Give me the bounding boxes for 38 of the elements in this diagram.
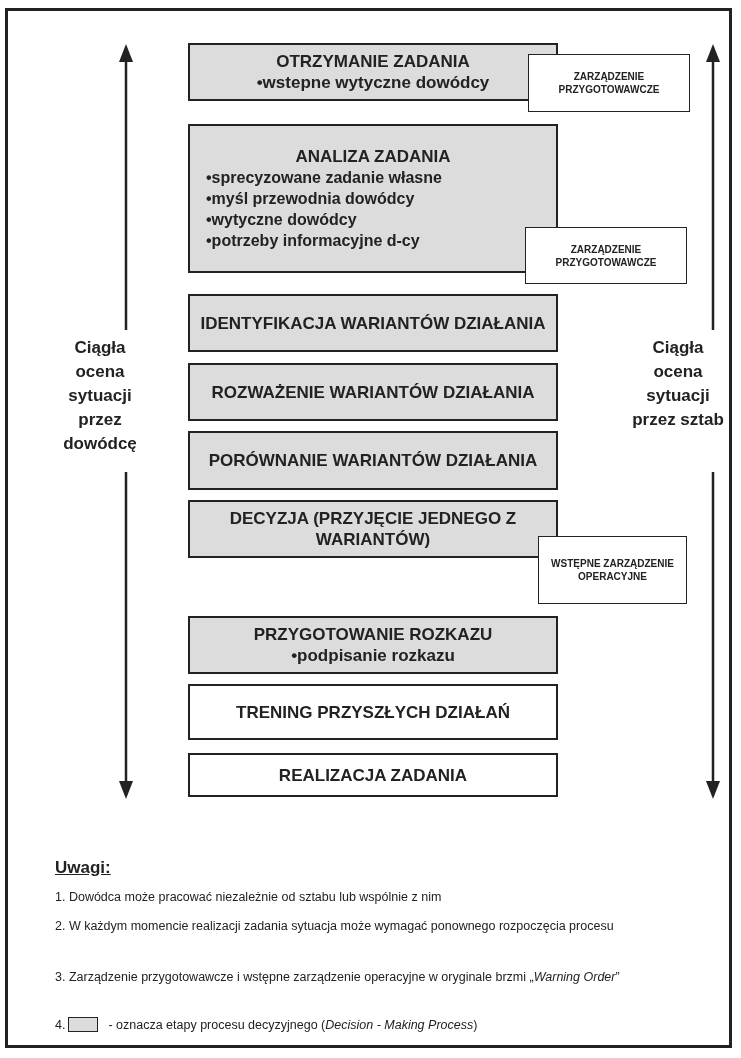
process-stage-box	[188, 684, 558, 740]
assessment-text: Ciągła ocena sytuacji przez sztab	[631, 337, 725, 431]
note-text: 1. Dowódca może pracować niezależnie od sztabu lub wspólnie z nim	[55, 889, 442, 905]
bullet-item: •potrzeby informacyjne d-cy	[205, 231, 421, 251]
legend-text: - oznacza etapy procesu decyzyjnego (Decision - Making Process)	[108, 1017, 478, 1032]
notes-heading: Uwagi:	[55, 858, 111, 878]
bullet-item: •wstepne wytyczne dowódcy	[255, 72, 491, 93]
bullet-item: •myśl przewodnia dowódcy	[205, 189, 416, 209]
note-number: 4.	[55, 1017, 66, 1032]
note-text: 3. Zarządzenie przygotowawcze i wstępne zarządzenie operacyjne w oryginale brzmi „Warning Order”	[55, 969, 621, 986]
order-label: ZARZĄDZENIE PRZYGOTOWAWCZE	[554, 242, 658, 269]
process-stage-box	[188, 294, 558, 352]
process-stage-box	[188, 43, 558, 101]
order-label: WSTĘPNE ZARZĄDZENIE OPERACYJNE	[550, 557, 675, 583]
stage-title: REALIZACJA ZADANIA	[277, 764, 469, 786]
bullet-item: •sprecyzowane zadanie własne	[205, 168, 443, 188]
bullet-item: •podpisanie rozkazu	[290, 645, 456, 666]
stage-title: PRZYGOTOWANIE ROZKAZU	[252, 624, 494, 645]
process-stage-box	[188, 124, 558, 273]
order-label: ZARZĄDZENIE PRZYGOTOWAWCZE	[557, 70, 661, 96]
stage-title: TRENING PRZYSZŁYCH DZIAŁAŃ	[235, 701, 511, 723]
process-stage-box	[188, 753, 558, 797]
stage-title: OTRZYMANIE ZADANIA	[275, 51, 471, 72]
stage-title: ANALIZA ZADANIA	[294, 146, 452, 167]
stage-title: IDENTYFIKACJA WARIANTÓW DZIAŁANIA	[200, 312, 546, 334]
note-text: 2. W każdym momencie realizacji zadania sytuacja może wymagać ponownego rozpoczęcia procesu	[55, 918, 615, 935]
stage-title: PORÓWNANIE WARIANTÓW DZIAŁANIA	[207, 450, 539, 471]
order-box	[538, 536, 687, 604]
stage-title: DECYZJA (PRZYJĘCIE JEDNEGO Z WARIANTÓW)	[228, 508, 518, 550]
process-stage-box	[188, 431, 558, 490]
process-stage-box	[188, 616, 558, 674]
bullet-item: •wytyczne dowódcy	[205, 210, 358, 230]
process-stage-box	[188, 500, 558, 558]
order-box	[525, 227, 687, 284]
order-box	[528, 54, 690, 112]
assessment-text: Ciągła ocena sytuacji przez dowódcę	[62, 337, 138, 455]
process-stage-box	[188, 363, 558, 421]
stage-title: ROZWAŻENIE WARIANTÓW DZIAŁANIA	[210, 381, 536, 403]
